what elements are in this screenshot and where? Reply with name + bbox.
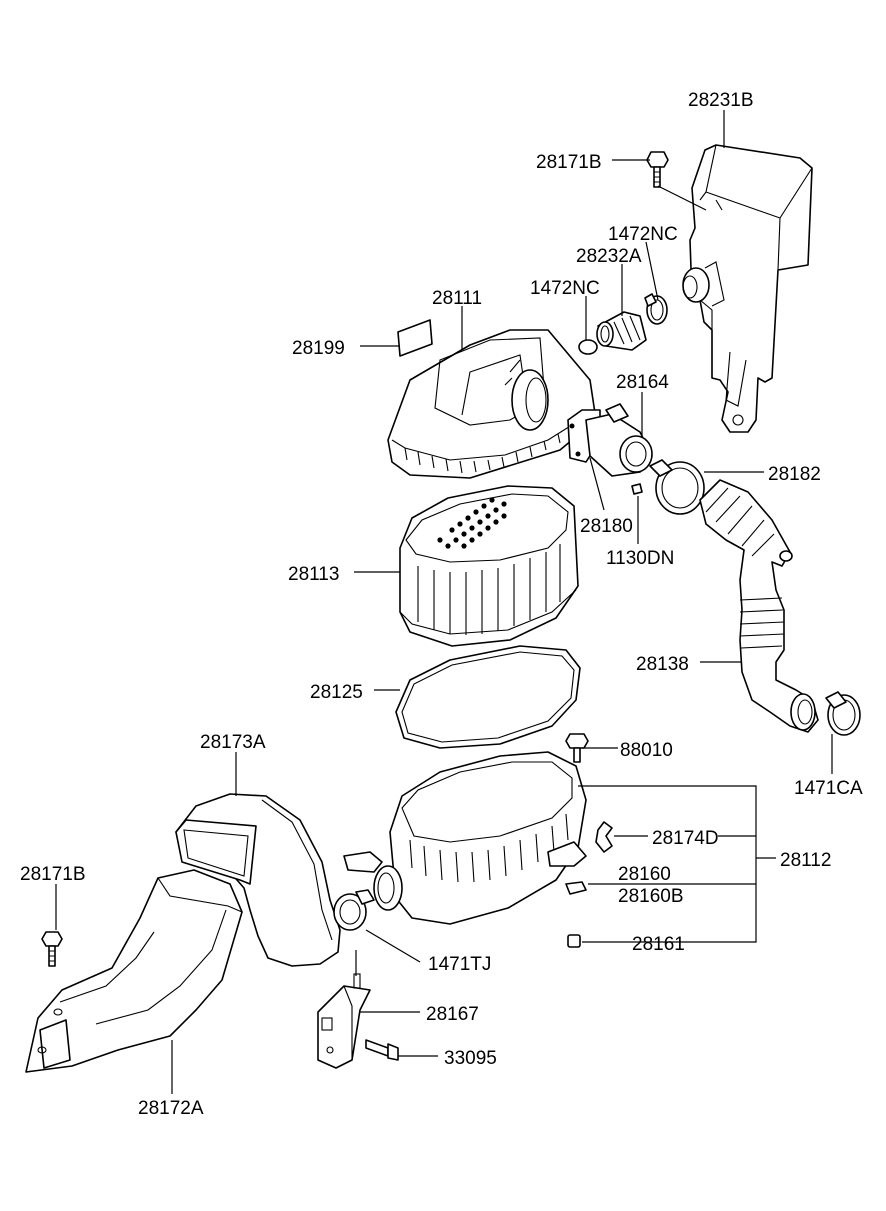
callout-33095: 33095 <box>444 1048 497 1069</box>
callout-28182: 28182 <box>768 464 821 485</box>
callout-28180: 28180 <box>580 516 633 537</box>
clip-28174d <box>595 821 613 853</box>
callout-28231b: 28231B <box>688 90 754 111</box>
intake-hose <box>699 479 819 733</box>
intake-duct-lower <box>25 869 243 1073</box>
clamp-1471tj <box>333 889 375 931</box>
screw-1130dn <box>631 483 643 495</box>
callout-28113: 28113 <box>288 564 339 585</box>
callout-28111: 28111 <box>432 288 482 309</box>
clamp-1472nc-upper <box>644 293 668 325</box>
leader-lines <box>55 110 833 1094</box>
air-flow-sensor <box>567 403 653 477</box>
clamp-1471ca <box>825 691 861 736</box>
clamp-1472nc-lower <box>578 339 598 355</box>
label-sticker <box>397 319 433 357</box>
callout-28172a: 28172A <box>138 1098 204 1119</box>
bolt-33095 <box>365 1039 399 1061</box>
callout-28232a: 28232A <box>576 246 642 267</box>
air-cleaner-body <box>343 751 587 925</box>
filter-element <box>399 485 579 647</box>
air-cleaner-cover <box>387 329 597 479</box>
clamp-28182 <box>649 459 705 515</box>
callout-28160: 28160 <box>618 864 671 885</box>
callout-1472nc-lower: 1472NC <box>530 278 600 299</box>
bolt-top <box>646 151 669 188</box>
coupling-hose <box>596 311 647 351</box>
callout-1130dn: 1130DN <box>606 548 674 569</box>
callout-28112: 28112 <box>780 850 831 871</box>
callout-1471tj: 1471TJ <box>428 954 491 975</box>
intake-duct-upper <box>175 793 341 967</box>
bolt-88010 <box>565 733 589 763</box>
gasket-ring <box>395 645 581 749</box>
callout-28173a: 28173A <box>200 732 266 753</box>
callout-28161: 28161 <box>632 934 685 955</box>
callout-28199: 28199 <box>292 338 345 359</box>
callout-1471ca: 1471CA <box>794 778 863 799</box>
grommet <box>565 881 587 895</box>
callout-28125: 28125 <box>310 682 363 703</box>
callout-28171b-left: 28171B <box>20 864 86 885</box>
callout-28174d: 28174D <box>652 828 719 849</box>
callout-28171b-top: 28171B <box>536 152 602 173</box>
callout-88010: 88010 <box>620 740 673 761</box>
callout-1472nc-upper: 1472NC <box>608 224 678 245</box>
resonator-box <box>682 144 813 433</box>
cap-28161 <box>567 934 581 948</box>
callout-28167: 28167 <box>426 1004 479 1025</box>
callout-28138: 28138 <box>636 654 689 675</box>
bracket-28167 <box>317 973 371 1069</box>
bolt-left <box>41 931 63 967</box>
callout-28160b: 28160B <box>618 886 684 907</box>
callout-28164: 28164 <box>616 372 669 393</box>
